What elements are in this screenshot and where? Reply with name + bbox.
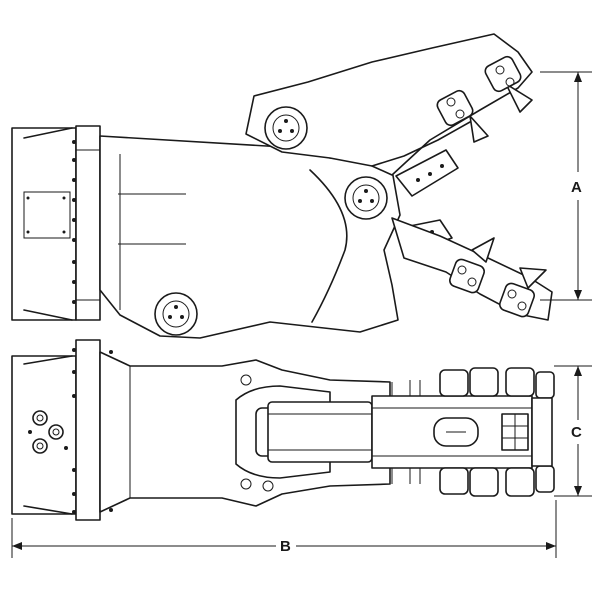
top-jaw-assembly bbox=[371, 367, 555, 497]
main-jaw-pivot bbox=[344, 176, 388, 220]
hydraulic-ports bbox=[28, 410, 68, 454]
dimension-a: A bbox=[540, 71, 592, 301]
top-view bbox=[11, 339, 555, 521]
side-view bbox=[11, 33, 553, 339]
cylinder-housing bbox=[235, 385, 373, 479]
upper-jaw-teeth bbox=[436, 55, 533, 143]
cylinder-pivot bbox=[154, 292, 198, 336]
dimension-c-label: C bbox=[571, 424, 582, 441]
dimension-a-label: A bbox=[571, 179, 582, 196]
side-mount-bracket bbox=[11, 125, 113, 321]
upper-jaw-pivot bbox=[264, 106, 308, 150]
side-main-body bbox=[99, 135, 401, 339]
dimension-b: B bbox=[11, 500, 557, 558]
top-mount-bracket bbox=[11, 339, 113, 521]
upper-jaw bbox=[245, 33, 533, 176]
dimension-b-label: B bbox=[280, 538, 291, 555]
dimension-c: C bbox=[554, 365, 592, 497]
lower-jaw-teeth bbox=[449, 237, 547, 318]
